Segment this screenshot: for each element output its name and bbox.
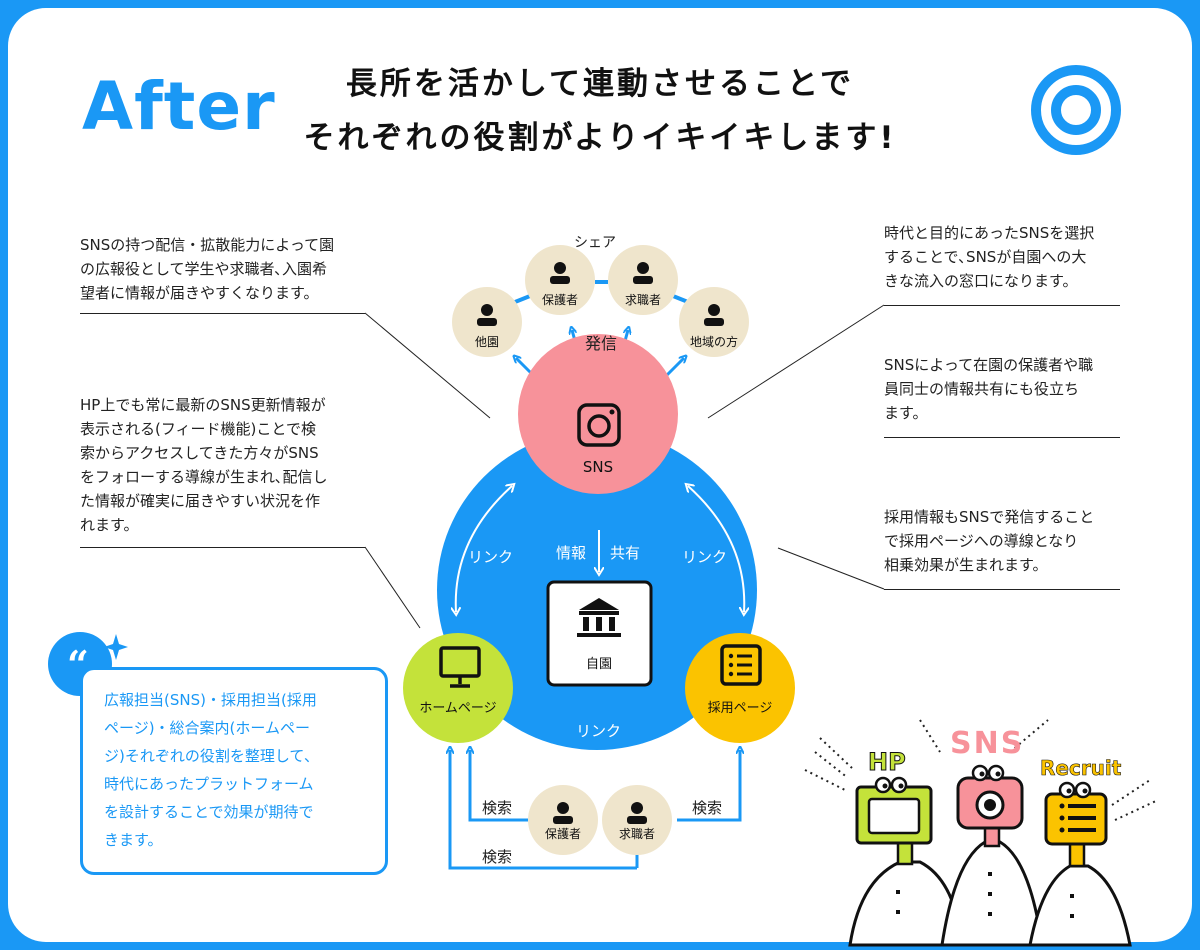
person-label-other-school: 他園 (474, 335, 499, 349)
sns-label: SNS (582, 458, 614, 476)
school-label: 自園 (585, 657, 612, 672)
person-label-jobseeker-bottom: 求職者 (618, 827, 655, 841)
list-icon (720, 644, 762, 686)
search-label-right: 検索 (692, 799, 723, 817)
after-badge: After (82, 68, 276, 145)
sparkle-icon (104, 634, 128, 660)
recruit-label: 採用ページ (707, 701, 773, 716)
person-label-guardian: 保護者 (541, 293, 578, 307)
description-info-sharing: SNSによって在園の保護者や職 員同士の情報共有にも役立ち ます。 (884, 356, 1094, 422)
sns-node (518, 334, 678, 494)
recruit-node (685, 633, 795, 743)
illustration-hp-label: HP (868, 748, 907, 777)
person-label-guardian-bottom: 保護者 (544, 827, 581, 841)
link-label-left: リンク (468, 548, 514, 566)
link-arc-right (688, 486, 744, 612)
divider (80, 313, 365, 314)
send-label: 発信 (585, 334, 618, 353)
leader-line (364, 312, 491, 419)
illustration-recruit-label: Recruit (1040, 756, 1122, 781)
divider (884, 437, 1120, 438)
leader-line (777, 547, 885, 590)
person-label-jobseeker: 求職者 (624, 293, 661, 307)
description-sns-gateway: 時代と目的にあったSNSを選択 することで､SNSが自園への大 きな流入の窓口に… (884, 224, 1095, 290)
search-label-left: 検索 (482, 799, 513, 817)
link-label-right: リンク (682, 548, 728, 566)
divider (884, 305, 1120, 306)
share-short-label: 共有 (610, 544, 641, 562)
person-icon (477, 262, 724, 824)
search-label-bottom: 検索 (482, 848, 513, 866)
camera-icon (577, 403, 621, 447)
leader-line (707, 304, 885, 419)
homepage-node (403, 633, 513, 743)
divider (884, 589, 1120, 590)
leader-line (364, 546, 421, 629)
mascot-illustration (804, 719, 1159, 947)
double-circle-icon (1031, 65, 1121, 155)
illustration-sns-label: SNS (950, 726, 1025, 761)
description-recruit-synergy: 採用情報もSNSで発信すること で採用ページへの導線となり 相乗効果が生まれます… (884, 508, 1095, 574)
link-arc-left (456, 486, 512, 612)
link-arc-bottom (520, 740, 680, 755)
callout-box (80, 667, 388, 875)
callout-text: 広報担当(SNS)・採用担当(採用 ページ)・総合案内(ホームペー ジ)それぞれ… (104, 691, 317, 849)
divider (80, 547, 365, 548)
description-sns-reach: SNSの持つ配信・拡散能力によって園 の広報役として学生や求職者､入園希 望者に… (80, 236, 335, 302)
description-hp-feed: HP上でも常に最新のSNS更新情報が 表示される(フィード機能)ことで検 索から… (80, 396, 328, 534)
link-label-bottom: リンク (576, 722, 622, 740)
share-label: シェア (574, 235, 616, 251)
school-icon (577, 598, 621, 637)
page-title-line-1: 長所を活かして連動させることで (345, 66, 855, 102)
monitor-icon (439, 646, 481, 688)
page-title-line-2: それぞれの役割がよりイキイキします! (303, 120, 897, 156)
homepage-label: ホームページ (419, 701, 497, 716)
person-label-community: 地域の方 (689, 335, 738, 349)
info-label: 情報 (556, 544, 587, 562)
